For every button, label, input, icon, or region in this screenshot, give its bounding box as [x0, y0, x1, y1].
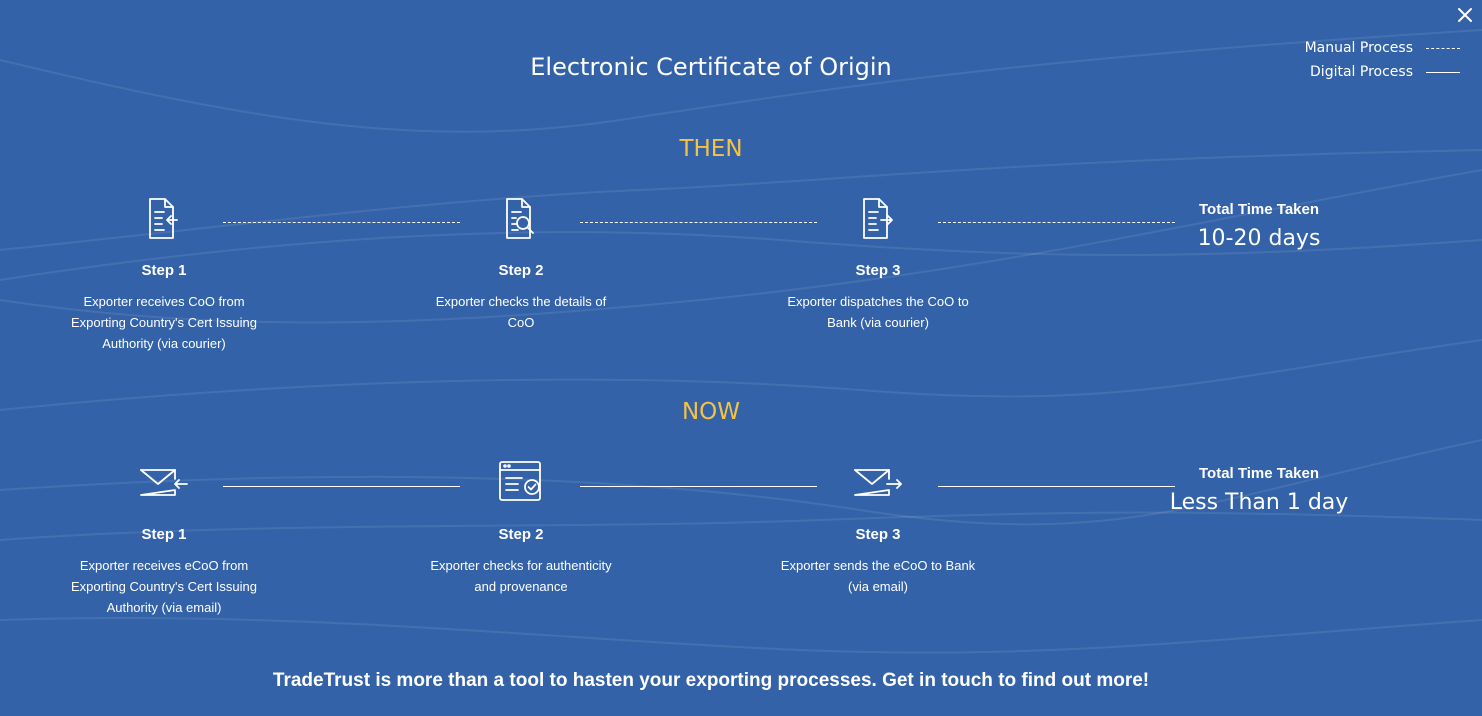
- legend-digital-label: Digital Process: [1310, 64, 1413, 80]
- then-connector-3: [938, 222, 1175, 223]
- email-receive-icon: [140, 469, 188, 496]
- page-title: Electronic Certificate of Origin: [530, 53, 892, 81]
- legend-digital: Digital Process: [1305, 60, 1460, 84]
- legend-solid-line: [1426, 71, 1460, 73]
- then-connector-2: [580, 222, 817, 223]
- now-step-1: Step 1 Exporter receives eCoO from Expor…: [64, 458, 264, 618]
- document-send-icon: [863, 198, 893, 239]
- email-send-icon: [854, 469, 902, 496]
- then-step-1-title: Step 1: [141, 262, 187, 279]
- then-connector-1: [223, 222, 460, 223]
- document-receive-icon: [149, 198, 178, 239]
- section-then-label: THEN: [679, 136, 743, 162]
- now-step-1-title: Step 1: [141, 526, 187, 543]
- now-total-value: Less Than 1 day: [1169, 490, 1349, 515]
- now-step-3-title: Step 3: [855, 526, 901, 543]
- browser-verify-icon: [499, 461, 541, 501]
- then-step-2: Step 2 Exporter checks the details of Co…: [421, 194, 621, 333]
- now-connector-3: [938, 486, 1175, 487]
- now-total-label: Total Time Taken: [1198, 465, 1320, 482]
- now-connector-1: [223, 486, 460, 487]
- document-search-icon: [506, 198, 534, 239]
- then-step-3: Step 3 Exporter dispatches the CoO to Ba…: [778, 194, 978, 333]
- now-step-3-desc: Exporter sends the eCoO to Bank (via ema…: [780, 558, 976, 594]
- then-total: Total Time Taken 10-20 days: [1144, 201, 1374, 251]
- legend-manual-label: Manual Process: [1304, 40, 1413, 56]
- now-connector-2: [580, 486, 817, 487]
- now-step-2: Step 2 Exporter checks for authenticity …: [421, 458, 621, 597]
- section-now-label: NOW: [681, 399, 741, 425]
- cta-message: TradeTrust is more than a tool to hasten…: [272, 670, 1150, 691]
- now-step-2-desc: Exporter checks for authenticity and pro…: [430, 558, 612, 594]
- then-step-2-desc: Exporter checks the details of CoO: [435, 294, 607, 330]
- then-total-label: Total Time Taken: [1198, 201, 1320, 218]
- legend-dashed-line: [1426, 47, 1460, 49]
- legend-manual: Manual Process: [1305, 36, 1460, 60]
- now-step-3: Step 3 Exporter sends the eCoO to Bank (…: [778, 458, 978, 597]
- then-step-3-title: Step 3: [855, 262, 901, 279]
- then-step-1: Step 1 Exporter receives CoO from Export…: [64, 194, 264, 354]
- then-step-1-desc: Exporter receives CoO from Exporting Cou…: [70, 294, 257, 351]
- now-step-2-title: Step 2: [498, 526, 544, 543]
- then-step-2-title: Step 2: [498, 262, 544, 279]
- then-step-3-desc: Exporter dispatches the CoO to Bank (via…: [787, 294, 969, 330]
- close-icon[interactable]: [1452, 2, 1478, 28]
- now-total: Total Time Taken Less Than 1 day: [1144, 465, 1374, 515]
- legend: Manual Process Digital Process: [1305, 36, 1460, 84]
- then-total-value: 10-20 days: [1197, 226, 1321, 251]
- now-step-1-desc: Exporter receives eCoO from Exporting Co…: [70, 558, 257, 615]
